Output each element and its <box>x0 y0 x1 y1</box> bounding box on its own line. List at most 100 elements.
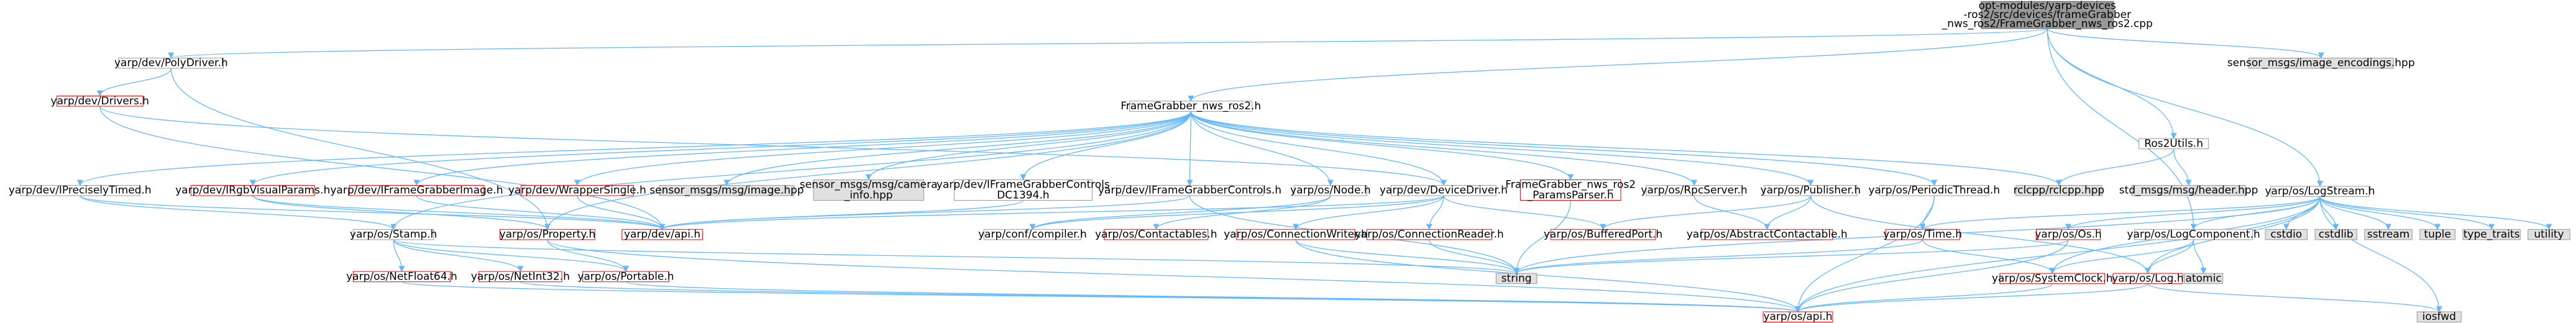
node-tuple: tuple <box>2419 229 2456 241</box>
node-paramsparser[interactable]: FrameGrabber_nws_ros2_ParamsParser.h <box>1505 179 1636 202</box>
node-label: yarp/dev/api.h <box>624 229 700 241</box>
node-label: yarp/os/Property.h <box>500 229 596 241</box>
node-label: yarp/os/RpcServer.h <box>1641 184 1747 197</box>
node-publisher[interactable]: yarp/os/Publisher.h <box>1761 184 1861 197</box>
node-label: yarp/os/LogStream.h <box>2265 185 2375 198</box>
node-stdheader: std_msgs/msg/header.hpp <box>2119 184 2258 197</box>
node-label: yarp/dev/IFrameGrabberControls.h <box>1098 184 1281 197</box>
edge-fgimage-to-devapi <box>416 195 666 230</box>
edge-time-to-string <box>1513 239 1923 275</box>
edge-publisher-to-abscontactable <box>1764 195 1812 230</box>
node-label: yarp/os/AbstractContactable.h <box>1687 229 1848 241</box>
node-box <box>2416 311 2462 322</box>
edge-logstream-to-osapi <box>1795 196 2321 312</box>
edge-devicedriver-to-bufferedport <box>1443 195 1607 230</box>
node-logcomponent[interactable]: yarp/os/LogComponent.h <box>2127 229 2260 241</box>
node-property[interactable]: yarp/os/Property.h <box>500 229 596 241</box>
edge-drivers-to-devapi <box>99 106 666 230</box>
node-label: sensor_msgs/msg/image.hpp <box>649 184 804 197</box>
node-box <box>2015 184 2102 196</box>
node-abscontactable[interactable]: yarp/os/AbstractContactable.h <box>1687 229 1848 241</box>
edge-log-to-iosfwd <box>2147 283 2442 312</box>
node-label: yarp/dev/WrapperSingle.h <box>508 184 646 197</box>
node-ros2utils[interactable]: Ros2Utils.h <box>2138 137 2209 150</box>
node-box <box>1519 179 1621 201</box>
node-periodic[interactable]: yarp/os/PeriodicThread.h <box>1868 184 2000 197</box>
edge-rgbvisual-to-devapi <box>252 195 666 230</box>
node-box <box>1764 184 1858 196</box>
node-log[interactable]: yarp/os/Log.h <box>2112 272 2184 284</box>
node-label: type_traits <box>2464 229 2520 241</box>
edge-fgh-to-sensor_caminfo <box>865 111 1191 181</box>
node-node[interactable]: yarp/os/Node.h <box>1290 184 1371 197</box>
node-label: yarp/os/Os.h <box>2035 229 2101 241</box>
node-box <box>2112 273 2183 284</box>
node-label: yarp/os/PeriodicThread.h <box>1868 184 2000 197</box>
node-box <box>2134 229 2253 240</box>
edge-fgcontrols-to-devapi <box>659 195 1191 230</box>
node-netfloat64[interactable]: yarp/os/NetFloat64.h <box>346 270 457 283</box>
node-contactables[interactable]: yarp/os/Contactables.h <box>1095 229 1217 241</box>
edge-fgh-to-stamp <box>390 111 1191 230</box>
node-sensor_image: sensor_msgs/msg/image.hpp <box>649 184 804 197</box>
edge-stamp-to-string <box>393 239 1519 275</box>
node-devicedriver[interactable]: yarp/dev/DeviceDriver.h <box>1380 184 1508 197</box>
edge-periodic-to-osapi <box>1795 196 1935 312</box>
node-osapi[interactable]: yarp/os/api.h <box>1762 311 1833 323</box>
node-time[interactable]: yarp/os/Time.h <box>1883 229 1962 241</box>
node-label: _nws_ros2/FrameGrabber_nws_ros2.cpp <box>1941 18 2153 30</box>
edge-fgcontrols1394-to-devapi <box>659 199 1024 230</box>
node-rpcserver[interactable]: yarp/os/RpcServer.h <box>1641 184 1747 197</box>
node-label: yarp/os/ConnectionReader.h <box>1355 229 1504 241</box>
node-box <box>1879 184 1989 196</box>
node-drivers[interactable]: yarp/dev/Drivers.h <box>51 95 149 107</box>
node-root[interactable]: opt-modules/yarp-devices-ros2/src/device… <box>1941 0 2153 30</box>
node-box <box>1762 311 1833 322</box>
node-box <box>1104 229 1209 240</box>
node-utility: utility <box>2528 229 2570 241</box>
edge-stamp-to-netfloat64 <box>393 239 405 273</box>
node-box <box>2036 229 2101 240</box>
node-bufferedport[interactable]: yarp/os/BufferedPort.h <box>1544 229 1662 241</box>
node-box <box>479 271 562 283</box>
node-polydriver[interactable]: yarp/dev/PolyDriver.h <box>114 57 228 70</box>
node-box <box>352 271 451 283</box>
node-connwriter[interactable]: yarp/os/ConnectionWriter.h <box>1224 229 1368 241</box>
node-rgbvisual[interactable]: yarp/dev/IRgbVisualParams.h <box>175 184 330 197</box>
edge-fgh-to-devicedriver <box>1190 111 1447 186</box>
node-label: yarp/os/api.h <box>1763 311 1832 323</box>
edge-periodic-to-time <box>1919 196 1935 230</box>
node-netint32[interactable]: yarp/os/NetInt32.h <box>471 270 570 283</box>
node-confcompiler[interactable]: yarp/conf/compiler.h <box>978 229 1087 241</box>
node-sensor_caminfo: sensor_msgs/msg/camera_info.hpp <box>800 179 938 202</box>
node-precisely[interactable]: yarp/dev/IPreciselyTimed.h <box>9 184 152 197</box>
node-string: string <box>1495 272 1538 284</box>
node-systemclock[interactable]: yarp/os/SystemClock.h <box>1992 272 2113 284</box>
edge-publisher-to-log <box>1810 195 2151 275</box>
node-logstream[interactable]: yarp/os/LogStream.h <box>2265 185 2375 198</box>
node-label: yarp/dev/IFrameGrabberImage.h <box>330 184 503 197</box>
node-stamp[interactable]: yarp/os/Stamp.h <box>350 229 437 241</box>
node-label: _info.hpp <box>844 189 893 201</box>
node-wrapper[interactable]: yarp/dev/WrapperSingle.h <box>508 184 646 197</box>
edge-precisely-to-stamp <box>80 195 396 230</box>
node-label: DC1394.h <box>997 189 1049 201</box>
node-connreader[interactable]: yarp/os/ConnectionReader.h <box>1355 229 1504 241</box>
node-fgcontrols[interactable]: yarp/dev/IFrameGrabberControls.h <box>1098 184 1281 197</box>
node-box <box>1495 273 1538 284</box>
node-label: tuple <box>2424 229 2450 241</box>
node-atomic: atomic <box>2184 272 2224 284</box>
edge-logstream-to-iosfwd <box>2319 196 2442 312</box>
node-fgimage[interactable]: yarp/dev/IFrameGrabberImage.h <box>330 184 503 197</box>
node-label: string <box>1501 272 1532 284</box>
node-box <box>2364 229 2413 240</box>
node-devapi[interactable]: yarp/dev/api.h <box>621 229 703 241</box>
node-box <box>2265 229 2308 240</box>
node-box <box>1391 184 1497 196</box>
node-box <box>659 184 795 196</box>
node-portable[interactable]: yarp/os/Portable.h <box>577 270 674 283</box>
node-os[interactable]: yarp/os/Os.h <box>2035 229 2101 241</box>
node-fgh[interactable]: FrameGrabber_nws_ros2.h <box>1121 100 1261 112</box>
edge-logstream-to-typetraits <box>2319 196 2495 230</box>
